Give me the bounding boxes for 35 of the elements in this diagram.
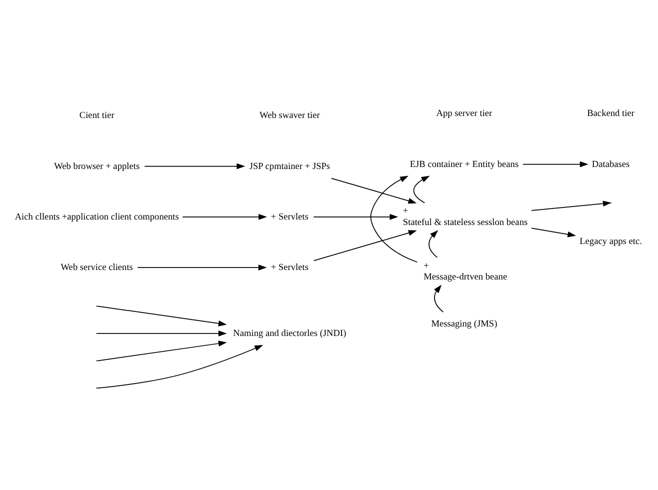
node-text: Naming and diectorles (JNDI) [233,328,346,339]
node-text: Messaging (JMS) [431,320,498,330]
arrow [370,176,418,263]
arrow [97,330,227,336]
arrow [182,214,267,220]
node-text: + Servlets [270,262,308,273]
arrow [144,163,246,170]
arrow [522,161,588,168]
label: App server tier [436,109,492,120]
node-text: Databases [592,160,630,170]
node-text: + Servlets [270,212,308,222]
node-text: JSP cpmtainer + JSPs [249,162,330,172]
arrow [428,230,438,258]
arrow [531,228,576,238]
label: Web swaver tier [260,111,320,122]
node-label: + [402,206,408,217]
arrow [434,284,444,312]
arrow [313,230,417,262]
label: Backend tier [587,109,634,120]
arrow [97,340,227,362]
arrow [137,264,267,270]
node-text: Web browser + applets [54,162,140,172]
arrow [97,345,264,389]
arrow [313,214,398,220]
arrow [413,176,430,204]
node-text: Legacy apps etc. [580,237,642,248]
node-label: + [424,261,429,272]
node-text: Web service clients [60,262,133,273]
label: Cient tier [79,111,114,122]
arrow [97,306,227,326]
node-text: Message-drtven beane [424,272,508,283]
node-text: Stateful & stateless sesslon beans [402,218,528,228]
node-text: Aich cllents +application client components [14,212,179,222]
node-text: EJB container + Entity beans [410,160,519,170]
arrow [330,178,417,204]
